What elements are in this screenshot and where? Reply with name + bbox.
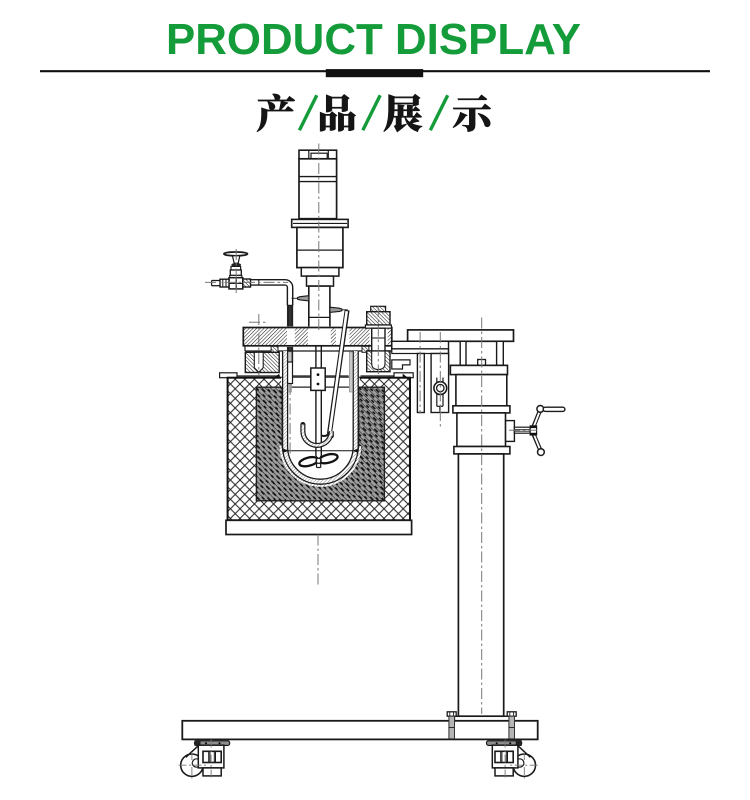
svg-text:PRODUCT DISPLAY: PRODUCT DISPLAY <box>166 16 581 64</box>
